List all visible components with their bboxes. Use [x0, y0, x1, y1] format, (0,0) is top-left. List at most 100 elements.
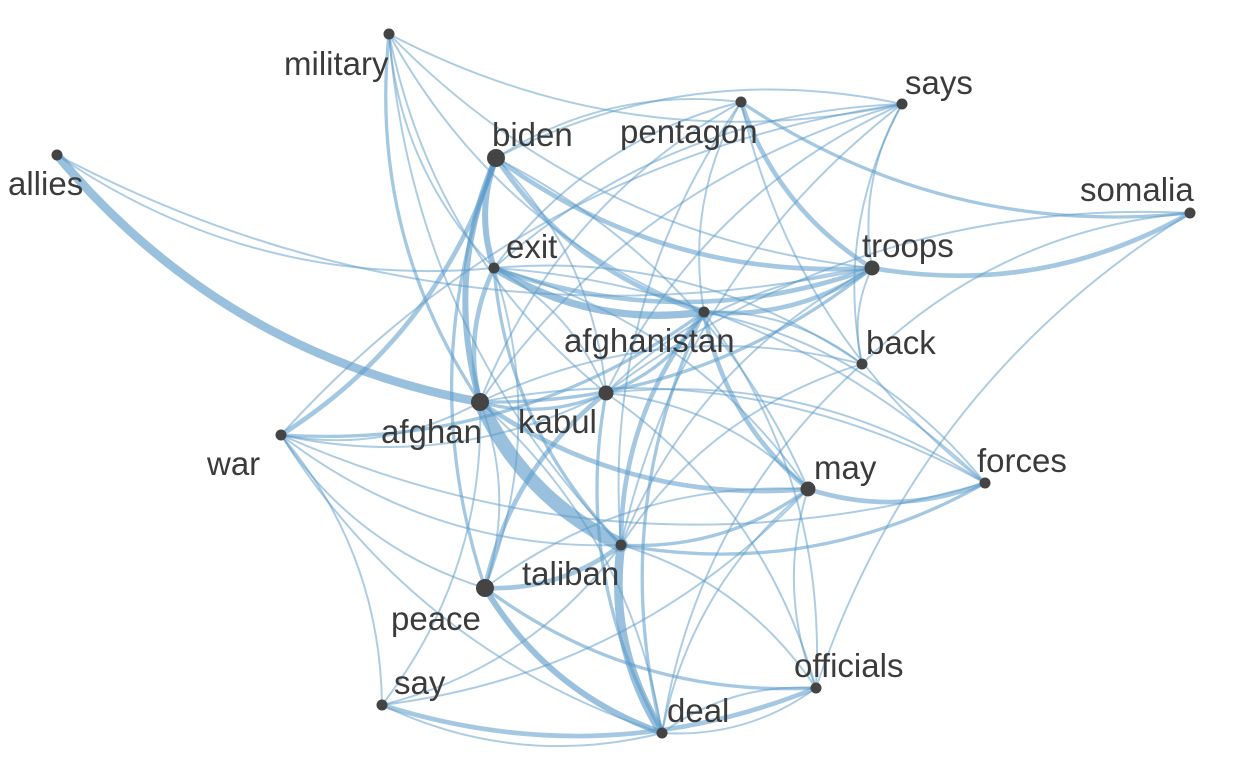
edge-peace-taliban — [482, 542, 624, 591]
edge-may-biden — [495, 157, 809, 490]
node-says — [896, 98, 908, 110]
edge-military-taliban — [388, 33, 622, 546]
node-taliban — [615, 539, 627, 551]
edge-back-afghanistan — [703, 310, 863, 365]
node-afghan — [471, 393, 489, 411]
node-label-allies: allies — [8, 165, 83, 202]
edge-deal-officials — [661, 687, 817, 735]
node-label-forces: forces — [977, 442, 1067, 479]
edge-allies-troops — [56, 154, 873, 297]
edge-peace-exit — [484, 267, 520, 589]
edge-taliban-forces — [619, 481, 987, 556]
edge-war-forces — [280, 434, 986, 526]
edge-forces-afghan — [479, 387, 986, 484]
edge-military-afghanistan — [388, 33, 705, 313]
edge-afghan-may — [477, 399, 811, 494]
edge-says-afghan — [479, 103, 903, 403]
node-label-afghan: afghan — [381, 413, 482, 450]
edge-military-kabul — [388, 33, 607, 394]
edge-pentagon-biden — [495, 98, 742, 159]
node-label-peace: peace — [391, 600, 481, 637]
edge-layer — [52, 32, 1193, 748]
edge-back-taliban — [620, 363, 863, 546]
node-somalia — [1184, 207, 1196, 219]
edge-back-deal — [661, 363, 863, 734]
edge-may-officials — [792, 488, 817, 689]
edge-peace-deal — [482, 585, 665, 736]
node-label-officials: officials — [794, 647, 903, 684]
edge-peace-afghan — [479, 401, 501, 589]
node-label-deal: deal — [667, 692, 729, 729]
node-pentagon — [735, 96, 747, 108]
edge-troops-kabul — [605, 267, 873, 394]
edge-war-kabul — [280, 392, 607, 448]
node-label-says: says — [905, 64, 973, 101]
node-forces — [979, 477, 991, 489]
node-label-afghanistan: afghanistan — [564, 322, 735, 359]
edge-officials-kabul — [605, 392, 817, 689]
edge-kabul-exit — [493, 267, 607, 394]
node-may — [800, 481, 816, 497]
node-war — [275, 429, 287, 441]
edge-biden-troops — [493, 155, 875, 272]
node-troops — [864, 260, 880, 276]
edge-allies-afghan — [52, 150, 485, 407]
edge-say-afghan — [381, 401, 482, 706]
edge-troops-back — [856, 267, 873, 365]
edge-pentagon-forces — [740, 101, 986, 484]
edge-taliban-may — [619, 487, 810, 548]
node-back — [856, 358, 868, 370]
edge-forces-exit — [493, 267, 986, 484]
node-peace — [476, 579, 494, 597]
edge-war-afghan — [280, 401, 481, 442]
edge-war-deal — [280, 434, 663, 734]
edge-biden-afghanistan — [493, 155, 707, 315]
edge-pentagon-taliban — [617, 101, 742, 546]
edge-allies-exit — [56, 154, 495, 273]
node-label-somalia: somalia — [1080, 171, 1194, 208]
edge-officials-deal — [661, 686, 817, 734]
edge-say-war — [280, 434, 383, 706]
node-label-taliban: taliban — [522, 555, 619, 592]
node-label-kabul: kabul — [518, 403, 597, 440]
edge-say-may — [381, 488, 809, 706]
edge-say-deal — [381, 704, 663, 748]
edge-war-taliban — [280, 434, 622, 547]
edge-war-afghanistan — [279, 310, 706, 439]
node-say — [376, 699, 388, 711]
node-label-exit: exit — [506, 228, 557, 265]
edge-kabul-biden — [495, 157, 607, 394]
node-layer — [51, 28, 1196, 739]
edge-says-taliban — [620, 103, 903, 546]
edge-says-exit — [493, 103, 903, 269]
edge-say-taliban — [381, 544, 622, 706]
node-biden — [487, 149, 505, 167]
node-officials — [810, 682, 822, 694]
edge-military-says — [388, 33, 903, 123]
edge-say-officials — [379, 685, 819, 739]
edge-pentagon-exit — [493, 101, 742, 269]
node-label-war: war — [206, 445, 260, 482]
node-afghanistan — [698, 306, 710, 318]
edge-may-forces — [805, 480, 988, 505]
edge-pentagon-afghan — [479, 101, 742, 403]
edge-peace-officials — [483, 586, 818, 691]
edge-somalia-back — [861, 212, 1191, 365]
node-military — [383, 28, 395, 40]
node-deal — [656, 727, 668, 739]
edge-officials-taliban — [620, 544, 817, 689]
edge-afghan-kabul — [478, 391, 608, 411]
node-label-military: military — [284, 45, 389, 82]
edge-somalia-officials — [815, 212, 1191, 689]
node-label-troops: troops — [862, 227, 954, 264]
edge-may-exit — [493, 267, 809, 490]
edge-troops-taliban — [620, 267, 873, 546]
edge-somalia-kabul — [605, 210, 1191, 394]
edge-forces-afghanistan — [703, 311, 986, 484]
edge-may-peace — [484, 487, 809, 589]
edge-officials-afghanistan — [703, 311, 818, 689]
edge-pentagon-afghanistan — [698, 101, 742, 313]
node-kabul — [598, 385, 614, 401]
